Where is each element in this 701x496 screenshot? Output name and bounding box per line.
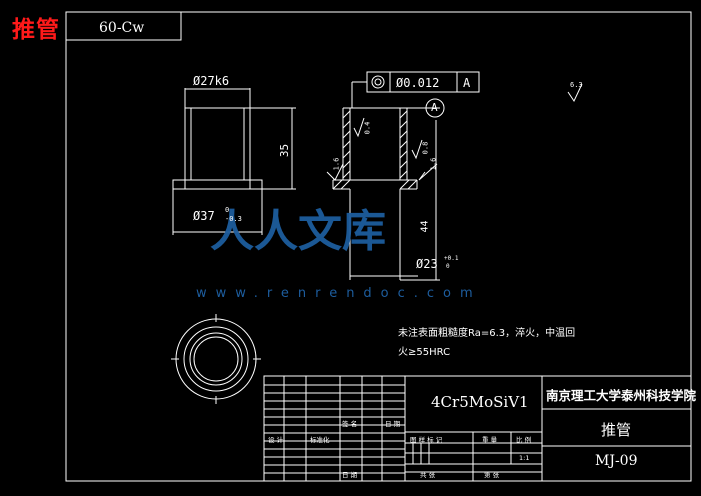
top-view	[171, 314, 261, 404]
row-label-standard: 标准化	[310, 436, 330, 444]
note-line-2: 火≥55HRC	[398, 347, 451, 358]
datum-label: A	[431, 101, 438, 114]
stage-label-weight: 重 量	[482, 436, 498, 444]
tolerance-value: Ø0.012	[396, 76, 440, 90]
row-label-date: 日 期	[385, 420, 401, 428]
sheet-total: 共 张	[420, 471, 436, 479]
general-roughness-symbol	[567, 83, 583, 103]
dim-bore: Ø23	[416, 257, 438, 271]
sheet-number: 第 张	[484, 471, 500, 479]
dim-step-left: 1.6	[332, 157, 341, 171]
general-roughness: 6.3	[570, 81, 583, 89]
dim-flange-diameter: Ø37	[193, 209, 215, 223]
front-view	[172, 88, 296, 235]
drawing-code: 60-Cw	[99, 20, 145, 36]
row-label-design: 设 计	[268, 436, 284, 444]
stage-label-scale: 比 例	[516, 436, 532, 444]
scale: 1:1	[519, 454, 530, 462]
date-label: 日 期	[342, 471, 358, 479]
stage-label-marks: 图 样 标 记	[410, 436, 443, 444]
dim-diameter-top: Ø27k6	[193, 74, 230, 88]
dim-bore-tol-lower: 0	[446, 263, 450, 270]
title-block	[263, 375, 692, 482]
watermark-big-text: 人人文库	[210, 206, 386, 257]
drawing-number: MJ-09	[595, 453, 638, 469]
tolerance-datum: A	[463, 76, 471, 90]
row-label-sign: 签 名	[342, 420, 358, 428]
school-name: 南京理工大学泰州科技学院	[546, 388, 697, 403]
dim-bore-tol-upper: +0.1	[444, 255, 459, 262]
dim-flange-tol-lower: -0.3	[225, 215, 242, 223]
dim-step-right: 1.6	[429, 157, 438, 171]
code-box-frame	[66, 12, 182, 41]
watermark-url: www.renrendoc.com	[196, 286, 482, 301]
section-view	[326, 71, 480, 281]
dim-total-height: 44	[419, 220, 431, 233]
corner-title: 推管	[12, 17, 60, 43]
dim-flange-tol-upper: 0	[225, 206, 230, 214]
note-line-1: 未注表面粗糙度Ra=6.3，淬火，中温回	[398, 328, 576, 339]
dim-height: 35	[278, 143, 292, 158]
roughness-right: 0.8	[421, 141, 430, 155]
material: 4Cr5MoSiV1	[431, 393, 529, 411]
roughness-left: 0.4	[363, 121, 372, 135]
part-name: 推管	[601, 421, 632, 439]
